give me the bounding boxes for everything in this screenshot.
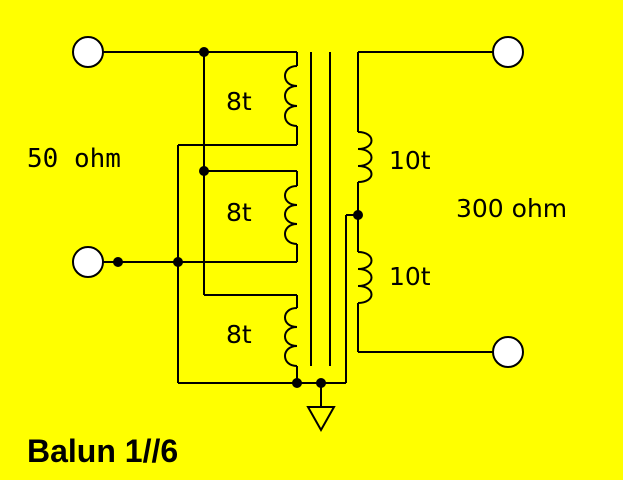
output-impedance-label: 300 ohm: [456, 194, 567, 223]
input-terminal-bottom: [72, 246, 104, 278]
primary-coil-3: [284, 307, 298, 367]
primary-winding-label-1: 8t: [226, 87, 252, 116]
secondary-coil-1: [357, 131, 373, 183]
junction-dot: [316, 378, 326, 388]
secondary-winding-label-1: 10t: [389, 146, 431, 175]
junction-dot: [292, 378, 302, 388]
primary-wiring: [103, 51, 346, 384]
transformer-core: [310, 52, 331, 366]
junction-dot: [173, 257, 183, 267]
junction-dot: [113, 257, 123, 267]
primary-winding-label-3: 8t: [226, 320, 252, 349]
junction-dot: [353, 210, 363, 220]
secondary-wiring: [345, 51, 497, 383]
primary-coil-2: [284, 185, 298, 245]
junction-dot: [199, 47, 209, 57]
diagram-title: Balun 1//6: [27, 433, 178, 469]
output-terminal-top: [492, 36, 524, 68]
ground-symbol: [306, 383, 336, 433]
input-impedance-label: 50 ohm: [27, 144, 121, 174]
junction-dot: [199, 166, 209, 176]
output-terminal-bottom: [492, 336, 524, 368]
input-terminal-top: [72, 36, 104, 68]
junction-dots: [113, 47, 363, 388]
secondary-coil-2: [357, 251, 373, 304]
secondary-winding-label-2: 10t: [389, 262, 431, 291]
primary-coil-1: [284, 65, 298, 127]
primary-winding-label-2: 8t: [226, 198, 252, 227]
